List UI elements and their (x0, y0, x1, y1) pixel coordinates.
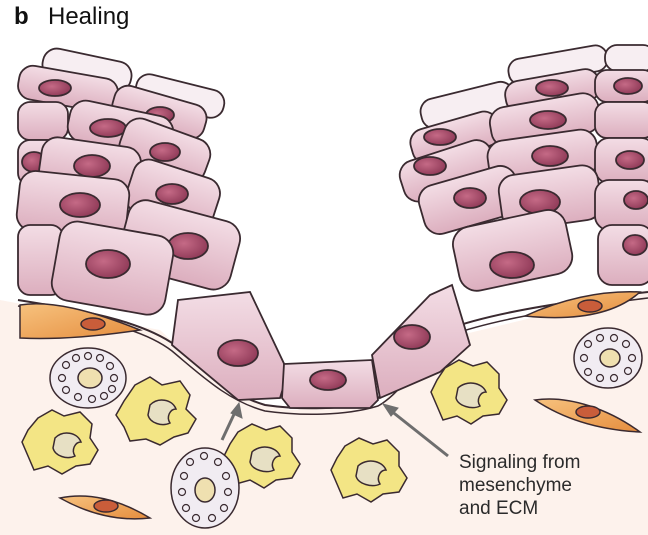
epithelial-cell-icon (605, 45, 648, 71)
callout-line-1: Signaling from (459, 451, 580, 474)
granulocyte-icon (50, 348, 126, 408)
callout-line-2: mesenchyme (459, 474, 580, 497)
epithelial-cell-icon (595, 102, 648, 138)
callout-line-3: and ECM (459, 497, 580, 520)
epithelial-cell-icon (595, 70, 648, 102)
panel-title: Healing (48, 3, 129, 31)
epithelial-cell-icon (282, 360, 378, 408)
panel-letter: b (14, 3, 29, 31)
epithelial-cell-icon (595, 180, 648, 230)
signaling-callout: Signaling from mesenchyme and ECM (459, 451, 580, 520)
epithelial-cell-icon (598, 225, 648, 285)
epithelial-cell-icon (595, 138, 648, 183)
epithelial-cell-icon (18, 102, 68, 140)
granulocyte-icon (574, 328, 642, 388)
granulocyte-icon (171, 448, 239, 528)
